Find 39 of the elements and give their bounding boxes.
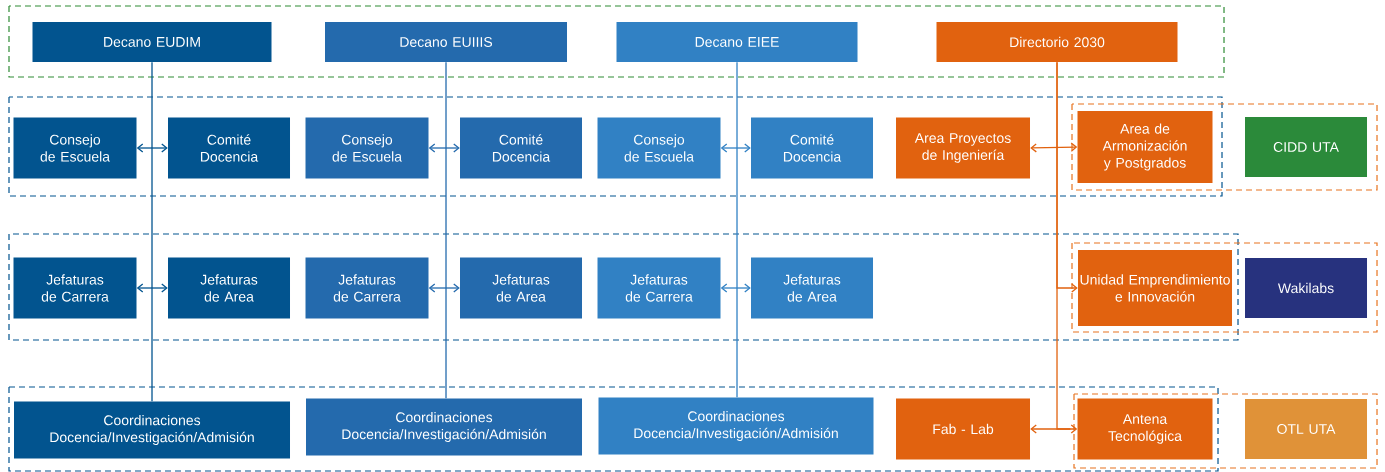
org-box: Unidad Emprendimiento e Innovación [1078,250,1232,326]
org-box: Directorio 2030 [936,22,1178,62]
org-box: Jefaturas de Area [460,257,582,319]
org-box: Area Proyectos de Ingeniería [896,117,1030,179]
org-box: Coordinaciones Docencia/Investigación/Admisión [306,398,582,456]
connector [136,143,168,153]
connector [1030,424,1078,434]
connector [1030,142,1078,153]
connector [1056,61,1071,430]
connector [136,283,168,293]
org-box: Decano EUDIM [32,22,272,62]
org-box: Comité Docencia [460,117,582,179]
org-box: Antena Tecnológica [1077,398,1213,460]
connector [720,143,751,153]
connector [428,143,460,153]
org-box: Consejo de Escuela [13,117,137,179]
org-box: Jefaturas de Carrera [597,257,721,319]
connector [428,283,460,293]
org-box: Jefaturas de Carrera [13,257,137,319]
org-box: Fab - Lab [896,398,1030,460]
org-box: CIDD UTA [1245,117,1367,177]
org-box: Jefaturas de Carrera [305,257,429,319]
org-box: Jefaturas de Area [168,257,290,319]
org-box: Consejo de Escuela [597,117,721,179]
org-box: Jefaturas de Area [751,257,873,319]
org-box: Decano EUIIIS [325,22,567,62]
org-box: Consejo de Escuela [305,117,429,179]
org-box: Area de Armonización y Postgrados [1077,111,1213,183]
org-box: Wakilabs [1245,258,1367,318]
connector [736,61,738,398]
org-box: Decano EIEE [616,22,858,62]
connector [445,61,447,399]
org-box: Coordinaciones Docencia/Investigación/Admisión [14,401,290,459]
org-box: Coordinaciones Docencia/Investigación/Admisión [598,397,874,455]
org-box: OTL UTA [1245,399,1367,459]
org-box: Comité Docencia [751,117,873,179]
org-box: Comité Docencia [168,117,290,179]
connector [720,283,751,293]
connector [151,61,153,402]
